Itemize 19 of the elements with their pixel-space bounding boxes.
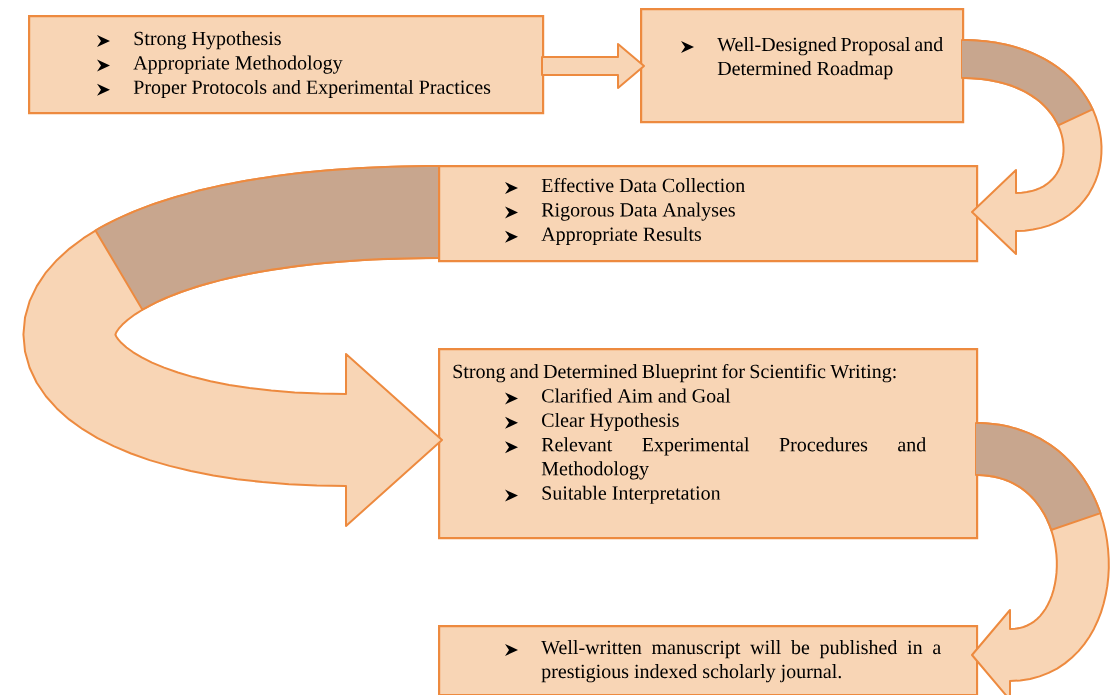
list-item: Appropriate Results xyxy=(541,226,701,246)
process-box xyxy=(28,15,545,115)
heading-text: Strong and Determined Blueprint for Scientific Writing: xyxy=(453,363,896,383)
process-box xyxy=(438,348,979,540)
list-item: Appropriate Methodology xyxy=(133,55,343,74)
process-box xyxy=(640,8,965,124)
list-item: Clarified Aim and Goal xyxy=(542,388,731,403)
list-item: Clear Hypothesis xyxy=(542,412,679,432)
list-item: Rigorous Data Analyses xyxy=(541,202,735,221)
list-item: Suitable Interpretation xyxy=(542,485,721,504)
straight-arrow xyxy=(541,43,645,89)
list-item: Strong Hypothesis xyxy=(134,31,281,50)
list-item: Well-Designed Proposal and Determined Roadmap xyxy=(717,37,943,80)
process-box xyxy=(438,165,979,263)
process-box xyxy=(438,625,979,695)
list-item: Well-written manuscript will be published in a prestigious indexed scholarly journal. xyxy=(541,640,941,683)
list-item: Proper Protocols and Experimental Practices xyxy=(133,79,491,99)
list-item: Relevant Experimental Procedures and Methodology xyxy=(541,437,926,480)
list-item: Effective Data Collection xyxy=(541,177,745,193)
